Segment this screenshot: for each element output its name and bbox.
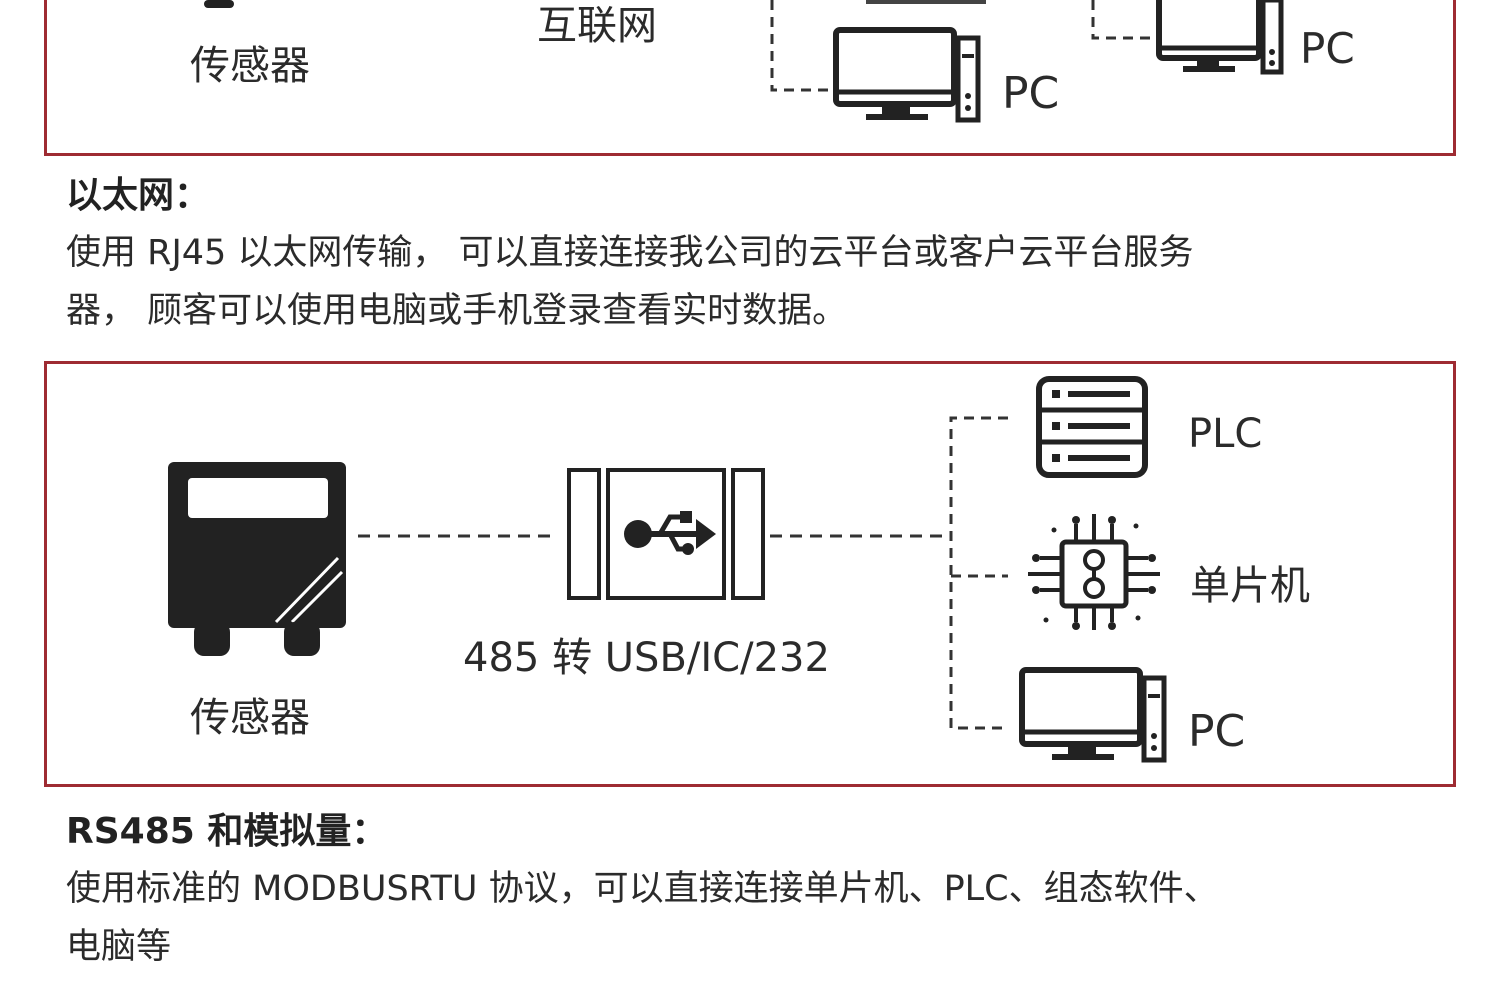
top-pc-label-1: PC <box>1002 68 1060 119</box>
rs485-description-line1: 使用标准的 MODBUSRTU 协议，可以直接连接单片机、PLC、组态软件、 <box>66 869 1219 909</box>
top-diagram-panel <box>44 0 1456 156</box>
pc-icon <box>1019 667 1167 763</box>
usb-converter-icon <box>567 468 765 600</box>
pc-icon <box>833 27 981 123</box>
sensor-device-icon <box>168 462 346 656</box>
rs485-pc-label: PC <box>1188 706 1246 757</box>
top-pc-label-2: PC <box>1300 24 1355 73</box>
rs485-description-line2: 电脑等 <box>66 927 172 967</box>
rs485-heading: RS485 和模拟量： <box>66 811 388 852</box>
converter-label: 485 转 USB/IC/232 <box>463 635 830 681</box>
ethernet-heading: 以太网： <box>66 175 211 216</box>
plc-label: PLC <box>1188 411 1263 457</box>
sensor-icon-top <box>204 0 234 8</box>
rs485-sensor-label: 传感器 <box>190 695 310 741</box>
mcu-label: 单片机 <box>1190 563 1310 609</box>
top-connector-lines <box>770 0 1150 92</box>
ethernet-description-line2: 器， 顾客可以使用电脑或手机登录查看实时数据。 <box>66 291 848 331</box>
plc-server-icon <box>1036 376 1148 478</box>
internet-label: 互联网 <box>537 3 657 49</box>
ethernet-description-line1: 使用 RJ45 以太网传输， 可以直接连接我公司的云平台或客户云平台服务 <box>66 233 1194 273</box>
pc-icon <box>1156 0 1284 75</box>
top-sensor-label: 传感器 <box>190 43 310 89</box>
microcontroller-chip-icon <box>1028 514 1160 630</box>
